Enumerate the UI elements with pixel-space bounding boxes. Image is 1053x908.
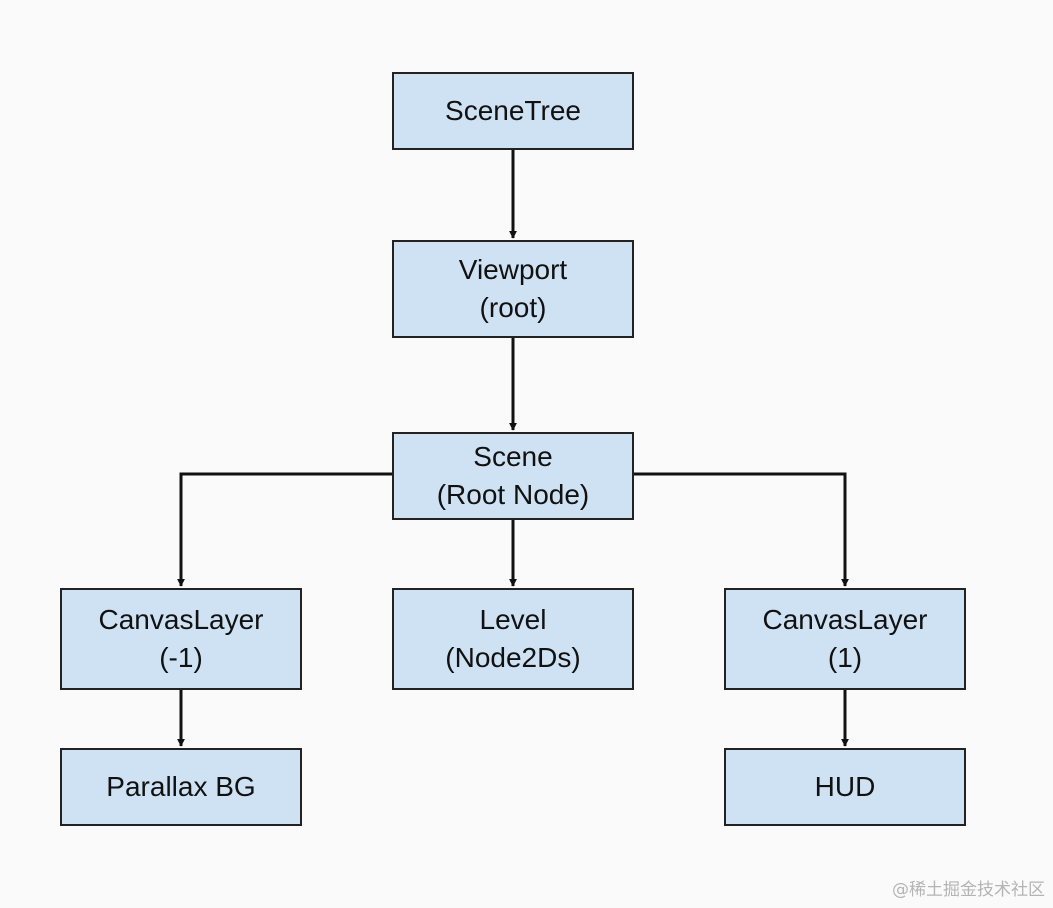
node-level: Level (Node2Ds) [392, 588, 634, 690]
watermark-text: @稀土掘金技术社区 [892, 880, 1045, 900]
node-viewport-sublabel: (root) [479, 292, 547, 323]
node-canvas-layer-back-sublabel: (-1) [159, 642, 203, 673]
node-parallax-bg: Parallax BG [60, 748, 302, 826]
node-canvas-layer-front-sublabel: (1) [827, 642, 863, 673]
node-viewport-label: Viewport [458, 254, 568, 285]
node-canvas-layer-back-label: CanvasLayer [98, 604, 264, 635]
node-canvas-layer-back: CanvasLayer (-1) [60, 588, 302, 690]
node-canvas-layer-front: CanvasLayer (1) [724, 588, 966, 690]
node-canvas-layer-front-label: CanvasLayer [762, 604, 928, 635]
node-scene-tree-label: SceneTree [445, 95, 581, 126]
edge-scene-canvaslayer-back [177, 472, 393, 587]
node-scene-sublabel: (Root Node) [436, 479, 590, 510]
node-hud: HUD [724, 748, 966, 826]
edge-scene-canvaslayer-front [633, 472, 849, 587]
node-level-sublabel: (Node2Ds) [445, 642, 581, 673]
node-scene: Scene (Root Node) [392, 432, 634, 520]
node-parallax-bg-label: Parallax BG [106, 771, 256, 802]
node-viewport: Viewport (root) [392, 240, 634, 338]
node-scene-tree: SceneTree [392, 72, 634, 150]
node-level-label: Level [479, 604, 547, 635]
node-hud-label: HUD [814, 771, 876, 802]
node-scene-label: Scene [473, 441, 553, 472]
